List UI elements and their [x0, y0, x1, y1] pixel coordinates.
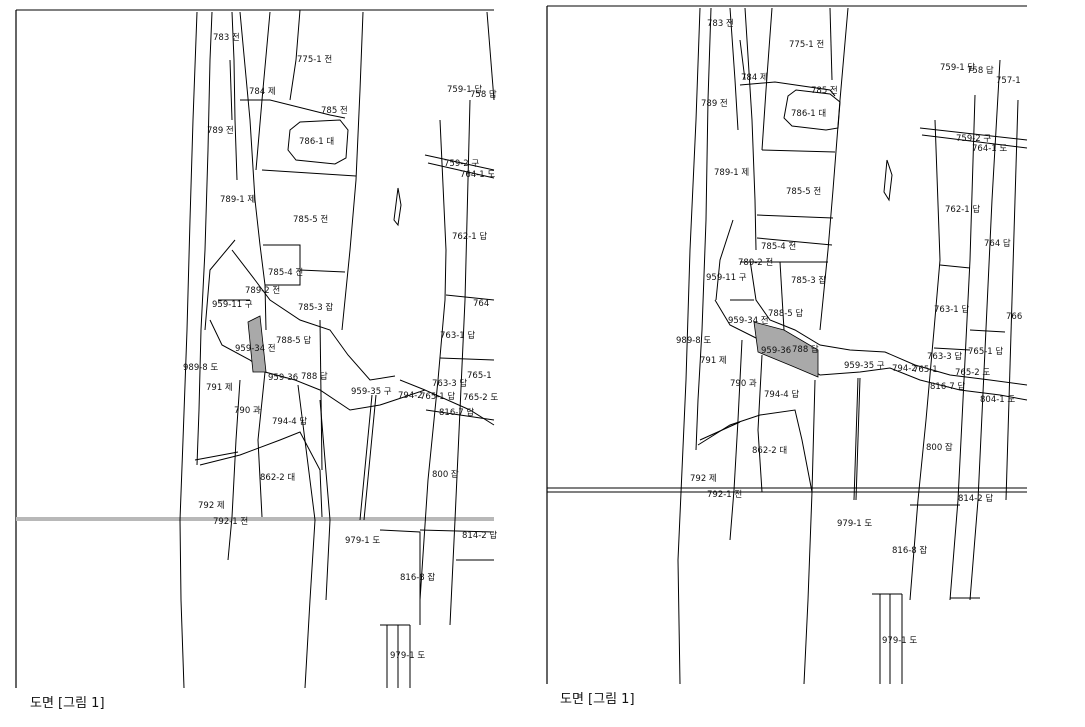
parcel-label: 762-1 답	[945, 204, 980, 215]
parcel-label: 758 답	[967, 65, 994, 76]
parcel-label: 783 전	[707, 18, 734, 29]
parcel-label: 989-8 도	[183, 363, 218, 373]
parcel-label: 816-8 잡	[892, 545, 927, 556]
parcel-label: 765-1	[467, 371, 492, 381]
parcel-label: 775-1 전	[789, 39, 824, 50]
parcel-label: 765-2 도	[955, 368, 990, 378]
parcel-label: 959-35 구	[351, 387, 392, 397]
parcel-label: 775-1 전	[297, 54, 332, 65]
parcel-label: 785-3 잡	[298, 302, 333, 313]
cadastral-map-left: 783 전 775-1 전 784 제 785 전 759-1 답 758 답 …	[15, 9, 498, 689]
parcel-label: 764 답	[984, 238, 1011, 249]
parcel-label: 789 전	[207, 125, 234, 136]
parcel-label: 800 잡	[926, 442, 953, 453]
parcel-label: 757-1	[996, 76, 1021, 86]
parcel-label: 785-3 잡	[791, 275, 826, 286]
parcel-label: 790 과	[234, 406, 261, 416]
parcel-label: 816-8 잡	[400, 572, 435, 583]
parcel-label: 786-1 대	[791, 109, 826, 119]
parcel-label: 979-1 도	[345, 536, 380, 546]
parcel-label: 979-1 도	[390, 651, 425, 661]
parcel-label: 791 제	[700, 356, 727, 366]
parcel-label: 758 답	[470, 89, 497, 100]
parcel-label: 959-36	[761, 346, 791, 356]
parcel-label: 785 전	[321, 105, 348, 116]
parcel-label: 764	[473, 299, 489, 309]
parcel-label: 759-1 답	[940, 62, 975, 73]
parcel-label: 816-7 답	[930, 381, 965, 392]
parcel-label: 800 잡	[432, 469, 459, 480]
parcel-labels: 783 전 775-1 전 784 제 785 전 759-1 답 758 답 …	[183, 32, 498, 661]
parcel-label: 979-1 도	[882, 636, 917, 646]
figure-caption: 도면 [그림 1]	[560, 692, 635, 707]
parcel-label: 786-1 대	[299, 137, 334, 147]
parcel-label: 979-1 도	[837, 519, 872, 529]
parcel-label: 784 제	[249, 87, 276, 97]
parcel-label: 759-1 답	[447, 84, 482, 95]
highlighted-parcel-959-36	[753, 321, 819, 378]
parcel-label: 791 제	[206, 383, 233, 393]
parcel-label: 989-8 도	[676, 336, 711, 346]
map-figure-left: 783 전 775-1 전 784 제 785 전 759-1 답 758 답 …	[0, 0, 520, 727]
parcel-label: 783 전	[213, 32, 240, 43]
parcel-labels: 783 전 775-1 전 759-1 답 758 답 757-1 784 제 …	[676, 18, 1022, 646]
parcel-label: 784 제	[741, 73, 768, 83]
parcel-label: 763-1 답	[440, 330, 475, 341]
parcel-label: 765-1 답	[968, 346, 1003, 357]
parcel-boundaries	[179, 9, 495, 689]
parcel-label: 792-1 전	[213, 516, 248, 527]
parcel-label: 789-1 제	[714, 168, 749, 178]
parcel-label: 794-4 답	[764, 389, 799, 400]
parcel-boundaries	[677, 7, 1028, 685]
parcel-label: 959-11 구	[706, 273, 747, 283]
parcel-label: 788 답	[301, 371, 328, 382]
parcel-label: 790 과	[730, 379, 757, 389]
parcel-label: 759-2 구	[444, 159, 479, 169]
parcel-label: 763-3 답	[927, 351, 962, 362]
map-figure-right: 783 전 775-1 전 759-1 답 758 답 757-1 784 제 …	[530, 0, 1085, 727]
parcel-label: 759-2 구	[956, 134, 991, 144]
parcel-label: 765-2 도	[463, 393, 498, 403]
parcel-label: 862-2 대	[752, 446, 787, 456]
parcel-label: 816-7 답	[439, 407, 474, 418]
parcel-label: 764-1 도	[972, 144, 1007, 154]
parcel-label: 765-1 답	[420, 391, 455, 402]
parcel-label: 792 제	[690, 474, 717, 484]
parcel-label: 959-35 구	[844, 361, 885, 371]
parcel-label: 788 답	[792, 344, 819, 355]
parcel-label: 789 전	[701, 98, 728, 109]
parcel-label: 765-1	[913, 365, 938, 375]
parcel-label: 959-36	[268, 373, 298, 383]
parcel-label: 794-2	[892, 364, 917, 374]
parcel-label: 794-4 답	[272, 416, 307, 427]
parcel-label: 814-2 답	[462, 530, 497, 541]
parcel-label: 785-5 전	[786, 186, 821, 197]
parcel-label: 762-1 답	[452, 231, 487, 242]
parcel-label: 785-4 전	[761, 241, 796, 252]
figure-caption: 도면 [그림 1]	[30, 696, 105, 711]
parcel-label: 766	[1006, 312, 1022, 322]
parcel-label: 789-2 전	[245, 285, 280, 296]
parcel-label: 789-1 제	[220, 195, 255, 205]
parcel-label: 814-2 답	[958, 493, 993, 504]
parcel-label: 763-3 답	[432, 378, 467, 389]
parcel-label: 763-1 답	[934, 304, 969, 315]
parcel-label: 959-34 전	[235, 343, 276, 354]
parcel-label: 785 전	[811, 85, 838, 96]
highlighted-parcel-959-36	[247, 315, 267, 373]
parcel-label: 788-5 답	[768, 308, 803, 319]
parcel-label: 764-1 도	[460, 170, 495, 180]
parcel-label: 794-2	[398, 391, 423, 401]
parcel-label: 792 제	[198, 501, 225, 511]
parcel-label: 804-1 도	[980, 395, 1015, 405]
parcel-label: 785-5 전	[293, 214, 328, 225]
parcel-label: 792-1 전	[707, 489, 742, 500]
parcel-label: 788-5 답	[276, 335, 311, 346]
parcel-label: 959-34 전	[728, 315, 769, 326]
parcel-label: 785-4 전	[268, 267, 303, 278]
parcel-label: 789-2 전	[738, 257, 773, 268]
parcel-label: 862-2 대	[260, 473, 295, 483]
parcel-label: 959-11 구	[212, 300, 253, 310]
cadastral-map-right: 783 전 775-1 전 759-1 답 758 답 757-1 784 제 …	[546, 5, 1028, 685]
